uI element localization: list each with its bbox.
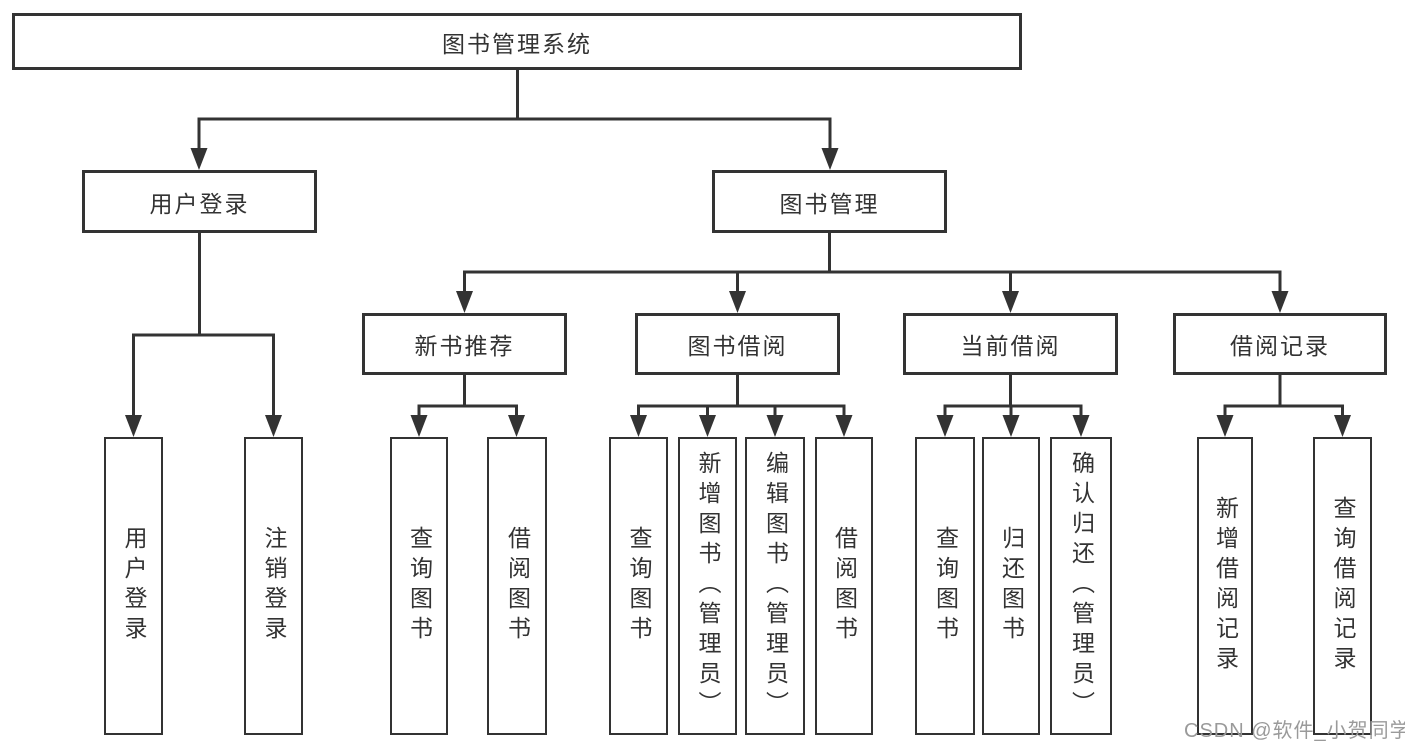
node-user-login: 用户登录 <box>82 170 317 233</box>
node-leaf-return-books: 归还图书 <box>982 437 1040 735</box>
node-label: 新增借阅记录 <box>1212 496 1239 676</box>
node-leaf-borrow-query-books: 查询图书 <box>609 437 668 735</box>
node-leaf-logout: 注销登录 <box>244 437 303 735</box>
node-label: 查询图书 <box>626 526 652 646</box>
node-label: 注销登录 <box>261 526 287 646</box>
node-label: 编辑图书（管理员） <box>762 451 789 721</box>
node-label: 借阅记录 <box>1230 333 1330 359</box>
node-label: 确认归还（管理员） <box>1068 451 1095 721</box>
watermark: CSDN @软件_小贺同学 <box>1184 720 1405 742</box>
node-leaf-recommend-borrow-books: 借阅图书 <box>487 437 547 735</box>
node-book-borrow: 图书借阅 <box>635 313 840 375</box>
node-current-borrow: 当前借阅 <box>903 313 1118 375</box>
node-label: 归还图书 <box>998 526 1025 646</box>
node-label: 用户登录 <box>149 190 250 217</box>
node-root: 图书管理系统 <box>12 13 1022 70</box>
node-label: 借阅图书 <box>831 526 858 646</box>
node-label: 新增图书（管理员） <box>695 451 721 721</box>
node-label: 查询图书 <box>406 526 433 646</box>
node-leaf-add-books-admin: 新增图书（管理员） <box>678 437 737 735</box>
node-label: 图书借阅 <box>687 333 788 359</box>
node-leaf-confirm-return-admin: 确认归还（管理员） <box>1050 437 1112 735</box>
node-leaf-user-login: 用户登录 <box>104 437 163 735</box>
node-leaf-recommend-query-books: 查询图书 <box>390 437 448 735</box>
node-leaf-add-borrow-record: 新增借阅记录 <box>1197 437 1253 735</box>
node-label: 当前借阅 <box>960 333 1061 359</box>
node-leaf-edit-books-admin: 编辑图书（管理员） <box>745 437 805 735</box>
node-label: 新书推荐 <box>414 333 515 359</box>
node-leaf-query-borrow-record: 查询借阅记录 <box>1313 437 1372 735</box>
node-leaf-borrow-books: 借阅图书 <box>815 437 873 735</box>
node-label: 图书管理系统 <box>442 30 592 57</box>
node-new-book-recommend: 新书推荐 <box>362 313 567 375</box>
node-label: 借阅图书 <box>504 526 531 646</box>
node-label: 查询借阅记录 <box>1330 496 1356 676</box>
node-book-management: 图书管理 <box>712 170 947 233</box>
node-label: 图书管理 <box>779 190 880 217</box>
node-leaf-current-query-books: 查询图书 <box>915 437 975 735</box>
node-label: 查询图书 <box>932 526 959 646</box>
node-borrow-records: 借阅记录 <box>1173 313 1387 375</box>
node-label: 用户登录 <box>121 526 147 646</box>
